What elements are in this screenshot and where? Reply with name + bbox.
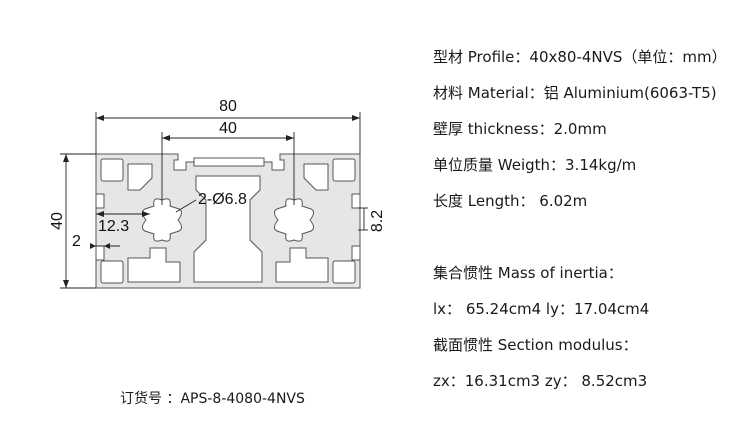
spec-weight: 单位质量 Weigth：3.14kg/m [433,156,637,174]
pocket-bottom-right [332,260,356,284]
chamber-right-bottom [275,247,329,283]
dim-offset-label: 12.3 [98,218,129,235]
slot-right-upper [351,193,361,209]
dim-height-label: 40 [49,212,66,230]
aluminium-profile [95,153,361,289]
dim-hole-label: 2-Ø6.8 [198,191,247,208]
spec-thickness: 壁厚 thickness：2.0mm [433,120,607,138]
chamber-left-top [127,163,153,191]
dim-width-label: 80 [219,98,237,115]
pocket-bottom-left [100,260,124,284]
spec-profile: 型材 Profile：40x80-4NVS（单位：mm） [433,48,727,66]
spec-inertia-title: 集合惯性 Mass of inertia： [433,264,623,282]
spec-material: 材料 Material：铝 Aluminium(6063-T5) [433,84,717,102]
dim-wall-label: 2 [72,233,81,250]
center-cavity [193,175,263,283]
chamber-right-top [303,163,329,191]
dim-slot-spacing-label: 40 [219,120,237,137]
dim-slot-width-label: 8.2 [369,210,386,232]
spec-modulus-title: 截面惯性 Section modulus： [433,336,638,354]
pocket-top-left [100,158,124,182]
chamber-left-bottom [127,247,181,283]
slot-right-lower [351,245,361,261]
spec-inertia-values: lx： 65.24cm4 ly：17.04cm4 [433,300,650,318]
top-slot [193,157,265,167]
spec-list: 型材 Profile：40x80-4NVS（单位：mm） 材料 Material… [433,0,750,425]
spec-length: 长度 Length： 6.02m [433,192,588,210]
spec-modulus-values: zx：16.31cm3 zy： 8.52cm3 [433,372,648,390]
center-hole-right [274,198,314,242]
profile-drawing: 80 40 40 2-Ø6.8 12.3 2 8.2 [49,98,386,289]
order-number: 订货号 ：APS-8-4080-4NVS [120,391,305,407]
slot-left-upper [95,193,105,209]
pocket-top-right [332,158,356,182]
slot-left-lower [95,245,105,261]
dimensions [60,112,368,289]
